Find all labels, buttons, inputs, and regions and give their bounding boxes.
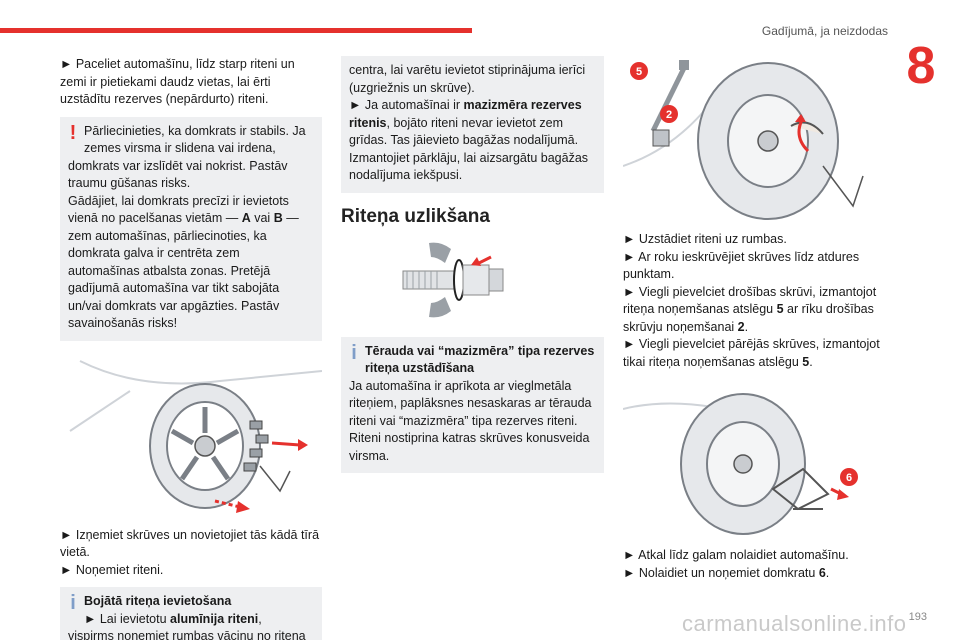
bolt-washer-illustration [341,235,604,325]
instruction-lower-car: ► Atkal līdz galam nolaidiet automašīnu. [623,548,849,562]
warning-text-first: Pārliecinieties, ka domkrats ir stabils.… [84,123,306,156]
instruction-remove-bolts: ► Izņemiet skrūves un novietojiet tās kā… [60,527,320,560]
instruction-tighten-others: ► Viegli pievelciet pārējās skrūves, izm… [623,337,880,369]
info-title: Bojātā riteņa ievietošana [84,594,232,608]
instruction-raise-car: ► Paceliet automašīnu, līdz starp riteni… [60,57,295,106]
warning-text-risk: domkrats var izslīdēt vai nokrist. Pastā… [68,158,288,191]
instruction-hand-screw: ► Ar roku ieskrūvējiet skrūves līdz atdu… [623,249,860,282]
info-compact-spare: ► Ja automašīnai ir mazizmēra rezerves r… [349,98,589,182]
wheel-fitting-illustration: 5 2 [622,56,885,221]
info-box-damaged-wheel: i Bojātā riteņa ievietošana ► Lai ieviet… [60,587,322,640]
watermark: carmanualsonline.info [682,611,907,636]
chapter-title: Gadījumā, ja neizdodas [761,24,888,38]
info-title: Tērauda vai “mazizmēra” tipa rezerves ri… [365,343,595,376]
jack-illustration: 6 [622,389,885,539]
info-box-continued: centra, lai varētu ievietot stiprinājuma… [341,56,604,193]
wheel-removal-drawing [69,359,323,513]
info-text-rest: vispirms noņemiet rumbas vāciņu no riteņ… [68,629,306,640]
warning-icon: ! [69,121,77,144]
column-1: ► Paceliet automašīnu, līdz starp riteni… [60,56,323,640]
page-number: 193 [908,611,927,623]
instruction-tighten-security: ► Viegli pievelciet drošības skrūvi, izm… [623,284,877,334]
tool-badge-6: 6 [840,468,858,486]
instruction-mount-wheel: ► Uzstādiet riteni uz rumbas. [623,232,787,246]
instruction-remove-wheel: ► Noņemiet riteni. [60,562,164,577]
warning-text-position: Gādājiet, lai domkrats precīzi ir ieviet… [68,193,299,331]
info-continued-text: centra, lai varētu ievietot stiprinājuma… [349,63,586,95]
svg-text:6: 6 [846,472,852,484]
wheel-removal-illustration [60,351,323,521]
svg-text:2: 2 [666,109,672,121]
wheel-fitting-drawing: 5 2 [622,60,864,220]
chapter-number: 8 [906,37,936,95]
info-icon: i [70,592,76,614]
section-title: Riteņa uzlikšana [341,205,490,227]
info-line: ► Lai ievietotu alumīnija riteni, [84,611,262,626]
warning-box: ! Pārliecinieties, ka domkrats ir stabil… [60,116,322,341]
tool-badge-2: 2 [660,105,678,123]
tool-badge-5: 5 [630,62,648,80]
jack-drawing: 6 [622,393,858,535]
column-3: 5 2 ► Uzstādiet riteni uz rumbas. ► Ar r… [622,56,885,582]
info-box-steel-wheel: i Tērauda vai “mazizmēra” tipa rezerves … [341,336,604,473]
info-text: Ja automašīna ir aprīkota ar vieglmetāla… [349,378,592,463]
info-icon: i [351,341,357,364]
header-accent-bar [0,28,472,33]
svg-text:5: 5 [636,66,642,78]
bolt-washer-drawing [402,242,504,317]
instruction-remove-jack: ► Nolaidiet un noņemiet domkratu 6. [623,565,830,580]
column-2: centra, lai varētu ievietot stiprinājuma… [341,56,604,473]
